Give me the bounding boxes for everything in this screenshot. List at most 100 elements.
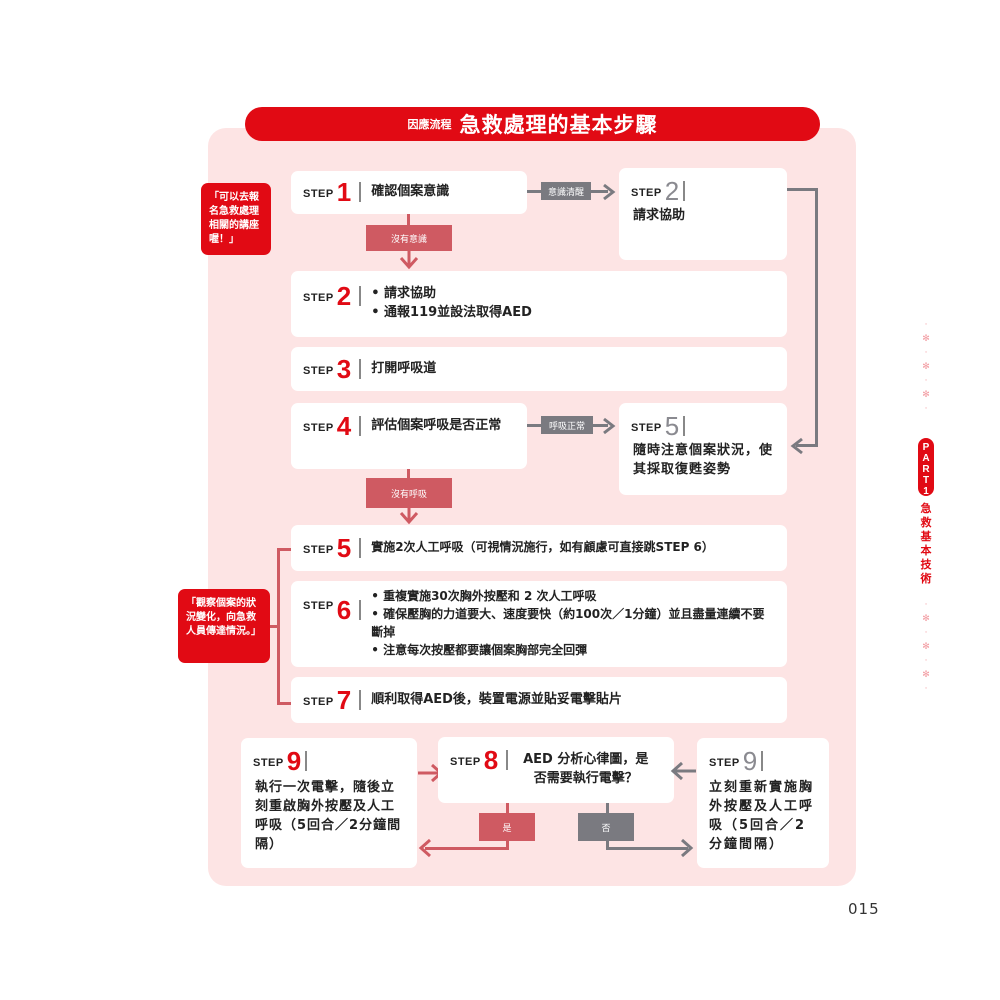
step-label: STEP xyxy=(303,365,334,377)
step-number: 8 xyxy=(483,745,499,775)
connector-line xyxy=(606,803,609,815)
step-label: STEP xyxy=(303,188,334,200)
step-number: 2 xyxy=(336,281,352,311)
divider xyxy=(359,538,362,558)
step2-box: STEP 2 請求協助 通報119並設法取得AED xyxy=(291,271,787,337)
decorative-dots-bottom: ·✻·✻·✻· xyxy=(922,600,930,694)
bracket-line xyxy=(277,548,280,704)
step-bullets: 請求協助 通報119並設法取得AED xyxy=(371,284,532,322)
arrow-left-icon xyxy=(670,761,696,781)
tag-not-breathing: 沒有呼吸 xyxy=(366,478,452,508)
step-number: 5 xyxy=(664,411,680,441)
divider xyxy=(359,182,362,202)
step9-right-box: STEP 9 立刻重新實施胸外按壓及人工呼吸（5回合／2分鐘間隔） xyxy=(697,738,829,868)
step-number: 6 xyxy=(336,595,352,625)
step-label: STEP xyxy=(450,756,481,768)
step-label: STEP xyxy=(303,422,334,434)
connector-line xyxy=(606,847,688,850)
divider xyxy=(305,751,308,771)
tag-breathing-normal: 呼吸正常 xyxy=(541,416,593,434)
divider xyxy=(359,416,362,436)
step-text: 評估個案呼吸是否正常 xyxy=(371,418,502,433)
arrow-right-icon xyxy=(603,417,616,435)
title-subtitle: 因應流程 xyxy=(407,118,452,131)
connector-line xyxy=(815,188,818,446)
step-number: 3 xyxy=(336,354,352,384)
step-label: STEP xyxy=(709,757,740,769)
tip-note-course: 「可以去報名急救處理相關的講座喔！」 xyxy=(201,183,271,255)
tag-no: 否 xyxy=(578,813,634,841)
step-label: STEP xyxy=(303,292,334,304)
tip-note-text: 「可以去報名急救處理相關的講座喔！」 xyxy=(209,192,259,245)
step4-box: STEP 4 評估個案呼吸是否正常 xyxy=(291,403,527,469)
step-text: 實施2次人工呼吸（可視情況施行，如有顧慮可直接跳STEP 6） xyxy=(371,540,714,554)
divider xyxy=(761,751,764,771)
divider xyxy=(683,181,686,201)
tag-yes: 是 xyxy=(479,813,535,841)
step8-box: STEP 8 AED 分析心律圖，是否需要執行電擊？ xyxy=(438,737,674,803)
tag-text: 沒有意識 xyxy=(390,234,427,245)
step5-alt-box: STEP 5 隨時注意個案狀況，使其採取復甦姿勢 xyxy=(619,403,787,495)
step2-alt-box: STEP 2 請求協助 xyxy=(619,168,787,260)
divider xyxy=(359,600,362,620)
step-number: 9 xyxy=(286,746,302,776)
tag-unconscious: 沒有意識 xyxy=(366,225,452,251)
step-label: STEP xyxy=(303,696,334,708)
step-text: AED 分析心律圖，是否需要執行電擊？ xyxy=(523,752,649,786)
bullet-item: 重複實施30次胸外按壓和 2 次人工呼吸 xyxy=(371,587,771,605)
step-label: STEP xyxy=(253,757,284,769)
step-text: 隨時注意個案狀況，使其採取復甦姿勢 xyxy=(633,443,774,477)
step5-box: STEP 5 實施2次人工呼吸（可視情況施行，如有顧慮可直接跳STEP 6） xyxy=(291,525,787,571)
connector-line xyxy=(592,424,608,427)
bullet-item: 注意每次按壓都要讓個案胸部完全回彈 xyxy=(371,641,771,659)
page-number: 015 xyxy=(848,900,880,918)
divider xyxy=(359,359,362,379)
arrow-left-icon xyxy=(790,437,803,455)
step-text: 確認個案意識 xyxy=(371,184,450,199)
part-label: PART 1 xyxy=(922,442,930,497)
tip-note-observe: 「觀察個案的狀況變化，向急救人員傳達情況。」 xyxy=(178,589,270,663)
step-label: STEP xyxy=(631,422,662,434)
connector-line xyxy=(527,190,542,193)
arrow-down-icon xyxy=(399,507,419,525)
step-number: 4 xyxy=(336,411,352,441)
decorative-dots-top: ·✻·✻·✻· xyxy=(922,320,930,414)
title-bar: 因應流程 急救處理的基本步驟 xyxy=(245,107,820,141)
bullet-item: 請求協助 xyxy=(371,284,532,303)
step-label: STEP xyxy=(303,600,334,612)
connector-line xyxy=(606,841,609,849)
tag-text: 呼吸正常 xyxy=(548,421,585,432)
tag-text: 否 xyxy=(601,823,611,834)
section-text: 急救基本技術 xyxy=(920,502,932,585)
bullet-item: 通報119並設法取得AED xyxy=(371,303,532,322)
connector-line xyxy=(506,841,509,849)
part-tab: PART 1 xyxy=(918,438,934,497)
connector-line xyxy=(796,444,818,447)
divider xyxy=(359,690,362,710)
bullet-item: 確保壓胸的力道要大、速度要快（約100次／1分鐘）並且盡量連續不要斷掉 xyxy=(371,605,771,641)
step7-box: STEP 7 順利取得AED後，裝置電源並貼妥電擊貼片 xyxy=(291,677,787,723)
step-label: STEP xyxy=(631,187,662,199)
bracket-line xyxy=(277,702,291,705)
page-title: 急救處理的基本步驟 xyxy=(459,113,658,137)
tag-text: 是 xyxy=(502,823,512,834)
tag-text: 意識清醒 xyxy=(547,187,584,198)
step-number: 7 xyxy=(336,685,352,715)
tag-conscious: 意識清醒 xyxy=(541,182,591,200)
step-text: 執行一次電擊，隨後立刻重啟胸外按壓及人工呼吸（5回合／2分鐘間隔） xyxy=(255,780,402,852)
connector-line xyxy=(787,188,817,191)
step3-box: STEP 3 打開呼吸道 xyxy=(291,347,787,391)
step-text: 請求協助 xyxy=(633,208,686,223)
step-number: 1 xyxy=(336,177,352,207)
arrow-left-icon xyxy=(418,838,431,858)
step-text: 順利取得AED後，裝置電源並貼妥電擊貼片 xyxy=(371,692,622,707)
step1-box: STEP 1 確認個案意識 xyxy=(291,171,527,214)
step-label: STEP xyxy=(303,544,334,556)
step-number: 2 xyxy=(664,176,680,206)
step6-box: STEP 6 重複實施30次胸外按壓和 2 次人工呼吸 確保壓胸的力道要大、速度… xyxy=(291,581,787,667)
divider xyxy=(506,750,509,770)
divider xyxy=(683,416,686,436)
connector-line xyxy=(425,847,509,850)
connector-line xyxy=(407,214,410,226)
step9-left-box: STEP 9 執行一次電擊，隨後立刻重啟胸外按壓及人工呼吸（5回合／2分鐘間隔） xyxy=(241,738,417,868)
